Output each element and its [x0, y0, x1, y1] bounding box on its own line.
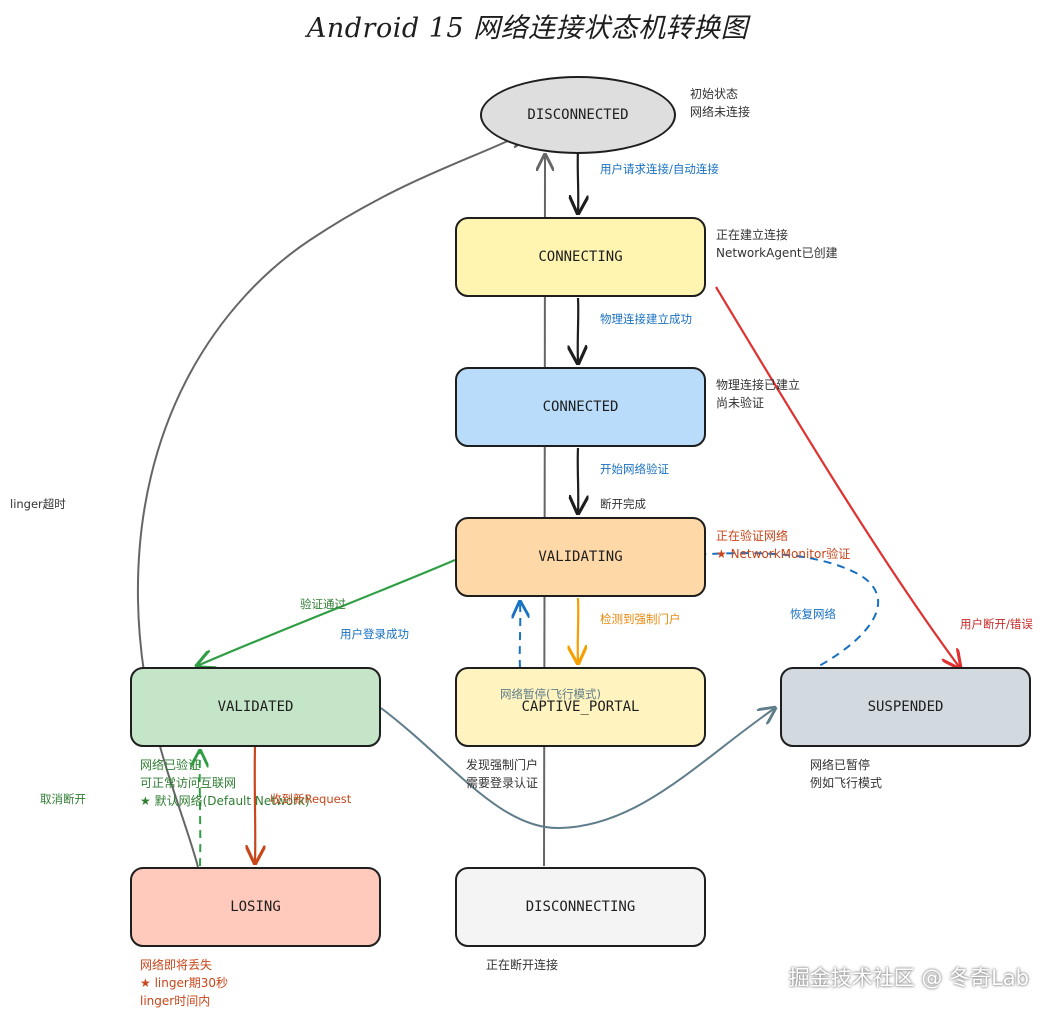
watermark: 掘金技术社区 @ 冬奇Lab [788, 966, 1029, 990]
edge-disconnected-to-connecting [578, 149, 579, 213]
node-suspended[interactable]: SUSPENDED [780, 667, 1031, 747]
node-connecting[interactable]: CONNECTING [455, 217, 706, 297]
edge-connected-to-validating [578, 447, 579, 513]
edge-label-user-connect: 用户请求连接/自动连接 [600, 162, 719, 176]
edge-validated-to-suspended [380, 708, 775, 830]
node-losing[interactable]: LOSING [130, 867, 381, 947]
node-disconnected[interactable]: DISCONNECTED [480, 76, 676, 154]
edge-label-disconnect-done: 断开完成 [600, 497, 646, 511]
edge-losing-to-validated [200, 751, 201, 867]
node-validating[interactable]: VALIDATING [455, 517, 706, 597]
note-validating: 正在验证网络 ★ NetworkMonitor验证 [716, 529, 851, 561]
node-losing-label: LOSING [230, 899, 281, 915]
node-connecting-label: CONNECTING [538, 249, 623, 265]
node-captive-portal[interactable]: CAPTIVE_PORTAL [455, 667, 706, 747]
note-losing: 网络即将丢失 ★ linger期30秒 linger时间内 [140, 958, 229, 1008]
edge-connecting-to-connected [578, 297, 579, 363]
edge-label-physical-ok: 物理连接建立成功 [600, 312, 692, 326]
edge-connecting-to-suspended [715, 286, 960, 668]
edge-label-captive-detected: 检测到强制门户 [600, 612, 681, 626]
node-connected[interactable]: CONNECTED [455, 367, 706, 447]
edge-label-login-success: 用户登录成功 [340, 627, 409, 641]
node-validated-label: VALIDATED [217, 699, 294, 715]
note-suspended: 网络已暂停 例如飞行模式 [810, 758, 883, 790]
edge-label-linger-timeout: linger超时 [10, 497, 66, 511]
node-captive-portal-label: CAPTIVE_PORTAL [521, 699, 640, 715]
edge-label-new-request: 收到新Request [270, 792, 352, 806]
node-connected-label: CONNECTED [542, 399, 619, 415]
diagram-title: Android 15 网络连接状态机转换图 [306, 13, 749, 44]
edge-validating-to-validated [197, 558, 456, 666]
note-validated: 网络已验证 可正常访问互联网 ★ 默认网络(Default Network) [140, 758, 310, 808]
edge-label-validation-passed: 验证通过 [300, 597, 346, 611]
edge-captive-to-validating [520, 602, 521, 669]
note-connected: 物理连接已建立 尚未验证 [716, 378, 801, 410]
note-connecting: 正在建立连接 NetworkAgent已创建 [716, 228, 838, 260]
node-disconnecting[interactable]: DISCONNECTING [455, 867, 706, 947]
edge-suspended-to-validating [670, 553, 880, 673]
node-disconnected-label: DISCONNECTED [527, 107, 629, 123]
edge-label-resume-network: 恢复网络 [790, 607, 836, 621]
edge-validated-to-losing [255, 745, 256, 863]
node-validating-label: VALIDATING [538, 549, 623, 565]
edge-label-cancel-disconnect: 取消断开 [40, 792, 86, 806]
edge-label-network-paused: 网络暂停(飞行模式) [500, 687, 601, 701]
note-disconnecting: 正在断开连接 [486, 958, 559, 972]
edge-label-start-validation: 开始网络验证 [600, 462, 669, 476]
note-disconnected: 初始状态 网络未连接 [690, 87, 751, 119]
note-captive-portal: 发现强制门户 需要登录认证 [466, 758, 539, 790]
node-disconnecting-label: DISCONNECTING [525, 899, 636, 915]
node-suspended-label: SUSPENDED [867, 699, 944, 715]
edge-validating-to-captive [578, 597, 579, 663]
edge-label-user-disconnect-error: 用户断开/错误 [960, 617, 1033, 631]
node-validated[interactable]: VALIDATED [130, 667, 381, 747]
